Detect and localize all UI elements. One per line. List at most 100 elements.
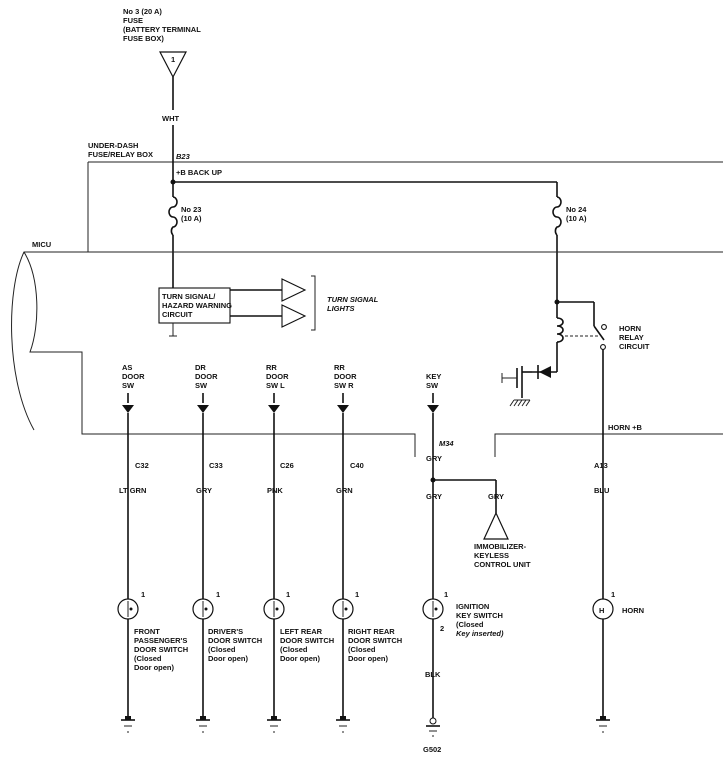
as-door-sw-terminal-icon — [122, 405, 134, 413]
fuse-23 — [168, 196, 178, 236]
ground-g502: G502 — [423, 745, 441, 754]
fuse-24-label: No 24 (10 A) — [566, 205, 587, 223]
svg-text:SW: SW — [122, 381, 135, 390]
svg-text:DOOR: DOOR — [334, 372, 357, 381]
horn-label: HORN — [622, 606, 644, 615]
drivers-door-switch-pin: 1 — [216, 590, 220, 599]
svg-text:(BATTERY TERMINAL: (BATTERY TERMINAL — [123, 25, 201, 34]
ignition-key-switch-pin-2: 2 — [440, 624, 444, 633]
horn-b-label: HORN +B — [608, 423, 643, 432]
terminal-b23: B23 — [176, 152, 191, 161]
svg-text:DOOR: DOOR — [266, 372, 289, 381]
as-door-sw-label: AS DOOR SW — [122, 363, 145, 390]
ignition-key-switch-label: IGNITION KEY SWITCH (Closed Key inserted… — [456, 602, 504, 638]
wire-color-gry-branch: GRY — [488, 492, 504, 501]
svg-text:CONTROL UNIT: CONTROL UNIT — [474, 560, 531, 569]
relay-driver-transistor-icon — [501, 366, 532, 407]
svg-text:LEFT REAR: LEFT REAR — [280, 627, 323, 636]
svg-text:KEYLESS: KEYLESS — [474, 551, 509, 560]
horn-relay-contact — [593, 325, 605, 341]
svg-text:KEY: KEY — [426, 372, 441, 381]
connector-a13: A13 — [594, 461, 608, 470]
turn-signal-hazard-circuit-box — [158, 287, 231, 324]
rr-door-sw-l-terminal-icon — [268, 405, 280, 413]
svg-text:No 23: No 23 — [181, 205, 201, 214]
svg-text:KEY SWITCH: KEY SWITCH — [456, 611, 503, 620]
svg-text:(Closed: (Closed — [280, 645, 308, 654]
svg-text:(10 A): (10 A) — [566, 214, 587, 223]
svg-text:LIGHTS: LIGHTS — [327, 304, 355, 313]
ignition-key-switch-pin-1: 1 — [444, 590, 448, 599]
key-sw-terminal-icon — [427, 405, 439, 413]
svg-text:TURN SIGNAL: TURN SIGNAL — [327, 295, 379, 304]
svg-text:DOOR SWITCH: DOOR SWITCH — [134, 645, 188, 654]
under-dash-fuse-relay-box-label: UNDER-DASH FUSE/RELAY BOX — [88, 141, 153, 159]
svg-text:Key inserted): Key inserted) — [456, 629, 504, 638]
svg-text:Door open): Door open) — [348, 654, 388, 663]
svg-text:CIRCUIT: CIRCUIT — [619, 342, 650, 351]
wire-color-gry-key-top: GRY — [426, 454, 442, 463]
fuse-3-terminal-triangle — [159, 51, 187, 79]
svg-text:FUSE BOX): FUSE BOX) — [123, 34, 164, 43]
svg-text:TURN SIGNAL/: TURN SIGNAL/ — [162, 292, 216, 301]
svg-text:SW R: SW R — [334, 381, 354, 390]
connector-c26: C26 — [280, 461, 294, 470]
wire-color-gry-key-mid: GRY — [426, 492, 442, 501]
svg-text:No 24: No 24 — [566, 205, 587, 214]
svg-text:DOOR SWITCH: DOOR SWITCH — [348, 636, 402, 645]
immobilizer-keyless-control-unit-label: IMMOBILIZER- KEYLESS CONTROL UNIT — [474, 542, 531, 569]
key-sw-label: KEY SW — [426, 372, 441, 390]
left-rear-door-switch-pin: 1 — [286, 590, 290, 599]
right-rear-door-switch-label: RIGHT REAR DOOR SWITCH (Closed Door open… — [348, 627, 402, 663]
ground-icon — [196, 716, 210, 733]
fuse-3-pin: 1 — [171, 55, 175, 64]
turn-signal-hazard-circuit-label: TURN SIGNAL/ HAZARD WARNING CIRCUIT — [162, 292, 232, 319]
horn-symbol: H — [599, 606, 604, 615]
horn-relay-circuit-label: HORN RELAY CIRCUIT — [619, 324, 650, 351]
wire-color-wht: WHT — [162, 114, 179, 123]
left-rear-door-switch-label: LEFT REAR DOOR SWITCH (Closed Door open) — [280, 627, 334, 663]
ground-icon — [121, 716, 135, 733]
wire-color-blu: BLU — [594, 486, 609, 495]
rr-door-sw-r-terminal-icon — [337, 405, 349, 413]
front-passenger-door-switch-label: FRONT PASSENGER'S DOOR SWITCH (Closed Do… — [134, 627, 188, 672]
svg-text:Door open): Door open) — [208, 654, 248, 663]
svg-text:Door open): Door open) — [134, 663, 174, 672]
backup-label: +B BACK UP — [176, 168, 222, 177]
drivers-door-switch-label: DRIVER'S DOOR SWITCH (Closed Door open) — [208, 627, 262, 663]
svg-text:FUSE/RELAY BOX: FUSE/RELAY BOX — [88, 150, 153, 159]
relay-diode-icon — [539, 366, 551, 378]
svg-text:DOOR: DOOR — [122, 372, 145, 381]
connector-c32: C32 — [135, 461, 149, 470]
svg-text:RIGHT REAR: RIGHT REAR — [348, 627, 395, 636]
svg-text:DOOR SWITCH: DOOR SWITCH — [280, 636, 334, 645]
rr-door-sw-l-label: RR DOOR SW L — [266, 363, 289, 390]
svg-text:HORN: HORN — [619, 324, 641, 333]
svg-text:IMMOBILIZER-: IMMOBILIZER- — [474, 542, 527, 551]
svg-text:CIRCUIT: CIRCUIT — [162, 310, 193, 319]
micu-outline — [11, 251, 723, 457]
horn-icon — [592, 598, 614, 620]
svg-text:FRONT: FRONT — [134, 627, 160, 636]
svg-text:UNDER-DASH: UNDER-DASH — [88, 141, 138, 150]
wire-color-grn: GRN — [336, 486, 353, 495]
svg-text:DRIVER'S: DRIVER'S — [208, 627, 243, 636]
ground-icon — [267, 716, 281, 733]
svg-text:PASSENGER'S: PASSENGER'S — [134, 636, 187, 645]
dr-door-sw-label: DR DOOR SW — [195, 363, 218, 390]
svg-text:RELAY: RELAY — [619, 333, 644, 342]
svg-text:DR: DR — [195, 363, 206, 372]
svg-text:(Closed: (Closed — [134, 654, 162, 663]
svg-text:(Closed: (Closed — [456, 620, 484, 629]
fuse-24 — [552, 196, 562, 236]
svg-text:DOOR: DOOR — [195, 372, 218, 381]
svg-text:SW: SW — [195, 381, 208, 390]
immobilizer-terminal-triangle — [483, 511, 509, 540]
svg-text:No 3 (20 A): No 3 (20 A) — [123, 7, 162, 16]
horn-relay-coil — [556, 317, 564, 343]
micu-label: MICU — [32, 240, 51, 249]
connector-c33: C33 — [209, 461, 223, 470]
ground-icon — [336, 716, 350, 733]
svg-text:HAZARD WARNING: HAZARD WARNING — [162, 301, 232, 310]
